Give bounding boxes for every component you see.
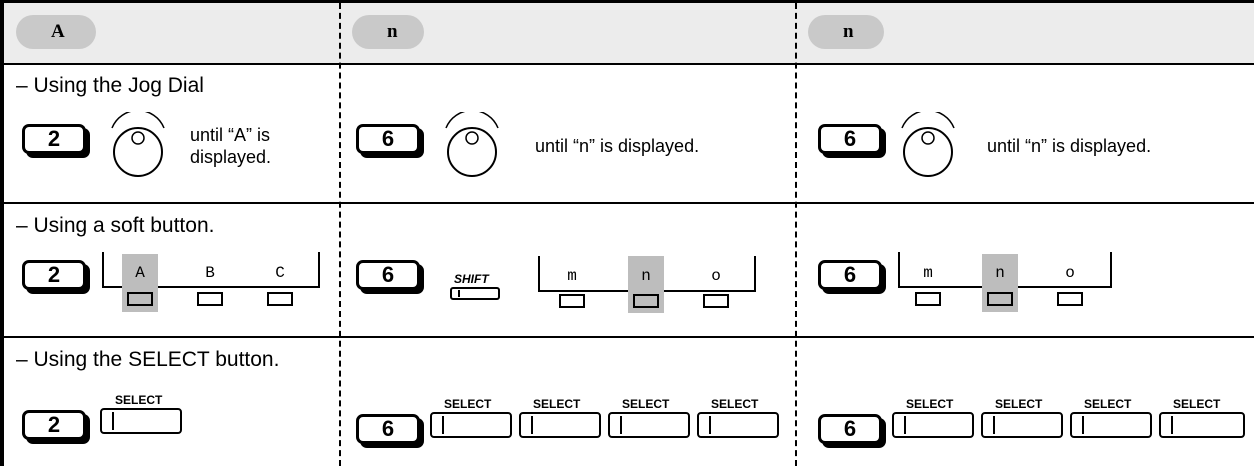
soft-button-icon[interactable]	[633, 294, 659, 308]
jog-description-line: displayed.	[190, 147, 272, 167]
soft-button-icon[interactable]	[197, 292, 223, 306]
display-letter: n	[641, 267, 651, 285]
table-left-border	[0, 0, 4, 466]
jog-description: until “n” is displayed.	[987, 136, 1152, 156]
key-6-button[interactable]: 6	[356, 414, 420, 444]
header-row	[4, 3, 1254, 63]
select-button-icon[interactable]	[519, 412, 601, 438]
soft-button-icon[interactable]	[915, 292, 941, 306]
key-label: 6	[381, 262, 395, 287]
section-label-jog-dial: – Using the Jog Dial	[16, 74, 204, 97]
column-header-pill: n	[352, 15, 424, 49]
key-2-button[interactable]: 2	[22, 124, 86, 154]
key-6-button[interactable]: 6	[356, 260, 420, 290]
shift-label: SHIFT	[454, 272, 489, 286]
display-letter: n	[995, 264, 1005, 282]
jog-dial-icon[interactable]	[108, 112, 168, 182]
soft-button-icon[interactable]	[987, 292, 1013, 306]
column-header-letter: A	[51, 21, 65, 42]
select-button-icon[interactable]	[1159, 412, 1245, 438]
column-header-pill: A	[16, 15, 96, 49]
key-6-button[interactable]: 6	[818, 260, 882, 290]
select-label: SELECT	[906, 397, 954, 411]
column-divider	[339, 3, 341, 466]
key-label: 2	[47, 126, 61, 151]
column-header-letter: n	[387, 21, 398, 42]
select-button-icon[interactable]	[100, 408, 182, 434]
display-letter: B	[205, 264, 215, 282]
display-letter: A	[135, 264, 145, 282]
key-6-button[interactable]: 6	[818, 124, 882, 154]
soft-button-icon[interactable]	[1057, 292, 1083, 306]
table-top-border	[0, 0, 1254, 3]
display-letter: o	[1065, 264, 1075, 282]
key-label: 6	[381, 416, 395, 441]
jog-dial-icon[interactable]	[442, 112, 502, 182]
column-divider	[795, 3, 797, 466]
jog-description-line: until “A” is	[190, 125, 271, 145]
key-6-button[interactable]: 6	[356, 124, 420, 154]
soft-button-icon[interactable]	[703, 294, 729, 308]
key-label: 2	[47, 262, 61, 287]
key-label: 6	[381, 126, 395, 151]
display-letter: m	[923, 264, 933, 282]
key-label: 6	[843, 416, 857, 441]
jog-description: until “n” is displayed.	[535, 136, 700, 156]
select-label: SELECT	[444, 397, 492, 411]
select-button-icon[interactable]	[608, 412, 690, 438]
jog-dial-icon[interactable]	[898, 112, 958, 182]
select-button-icon[interactable]	[981, 412, 1063, 438]
column-header-pill: n	[808, 15, 884, 49]
section-label-soft-button: – Using a soft button.	[16, 214, 215, 237]
select-label: SELECT	[1173, 397, 1221, 411]
key-label: 6	[843, 126, 857, 151]
key-2-button[interactable]: 2	[22, 260, 86, 290]
key-2-button[interactable]: 2	[22, 410, 86, 440]
select-button-icon[interactable]	[892, 412, 974, 438]
select-label: SELECT	[711, 397, 759, 411]
section-label-select-button: – Using the SELECT button.	[16, 348, 280, 371]
jog-description: until “A” is displayed.	[190, 124, 271, 168]
display-letter: o	[711, 267, 721, 285]
display-bracket	[102, 252, 320, 288]
display-letter: m	[567, 267, 577, 285]
select-button-icon[interactable]	[1070, 412, 1152, 438]
row-divider	[4, 202, 1254, 204]
soft-button-icon[interactable]	[127, 292, 153, 306]
select-label: SELECT	[115, 393, 163, 407]
soft-button-icon[interactable]	[267, 292, 293, 306]
select-label: SELECT	[1084, 397, 1132, 411]
key-label: 6	[843, 262, 857, 287]
select-button-icon[interactable]	[430, 412, 512, 438]
key-label: 2	[47, 412, 61, 437]
row-divider	[4, 336, 1254, 338]
select-label: SELECT	[995, 397, 1043, 411]
shift-button-icon[interactable]	[450, 287, 500, 300]
column-header-letter: n	[843, 21, 854, 42]
row-divider	[4, 63, 1254, 65]
key-6-button[interactable]: 6	[818, 414, 882, 444]
select-label: SELECT	[622, 397, 670, 411]
select-label: SELECT	[533, 397, 581, 411]
soft-button-icon[interactable]	[559, 294, 585, 308]
select-button-icon[interactable]	[697, 412, 779, 438]
display-letter: C	[275, 264, 285, 282]
